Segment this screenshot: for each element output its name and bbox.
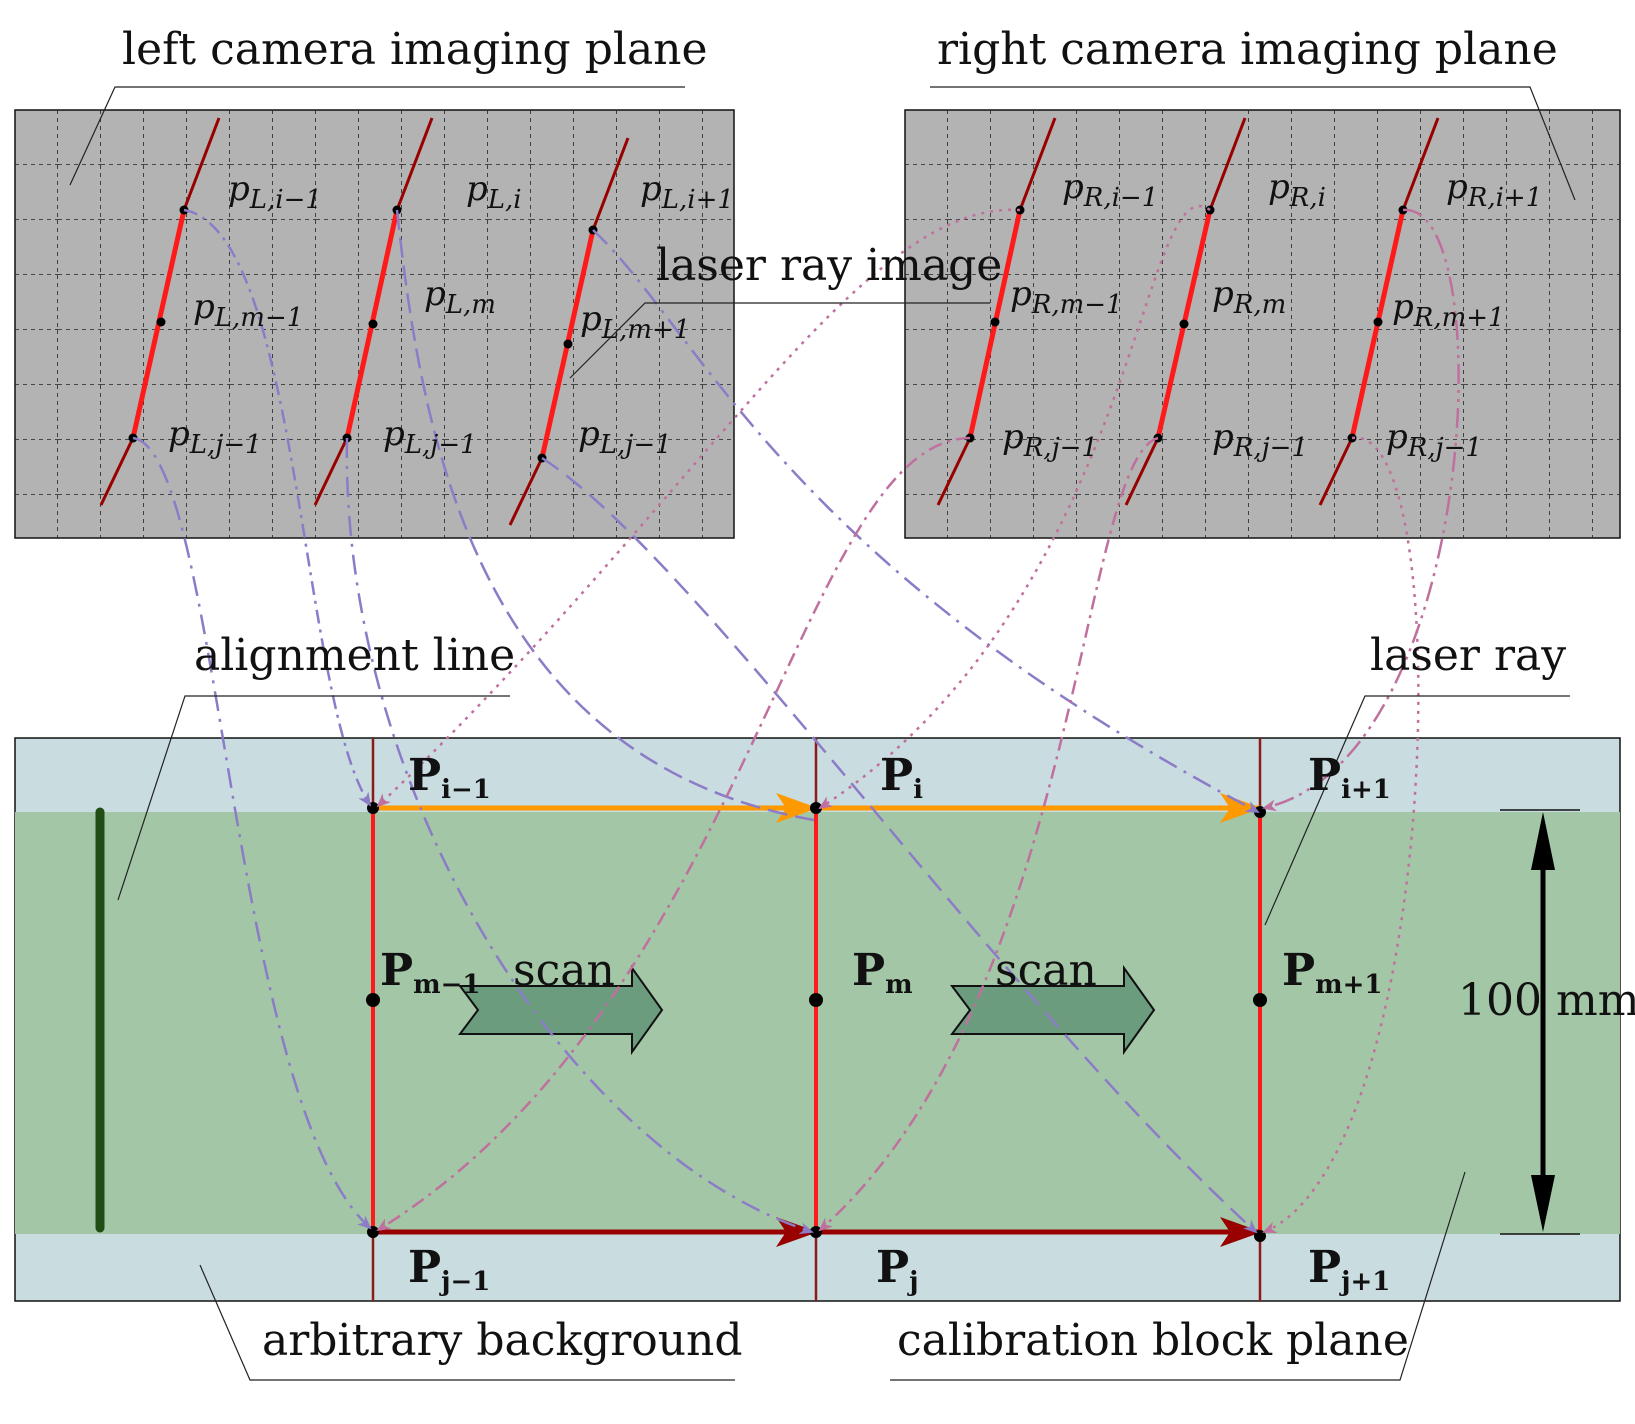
- left-point-label: pL,m+1: [580, 299, 690, 345]
- left-imaging-plane: [14, 109, 735, 539]
- block-point-label: Pj: [876, 1242, 919, 1297]
- block-point-label: Pi: [880, 750, 923, 805]
- block-point-label: Pj−1: [408, 1242, 490, 1297]
- block-point-label: Pm+1: [1282, 945, 1382, 1000]
- scan-label-2: scan: [995, 945, 1097, 996]
- right-point-label: pR,m: [1212, 274, 1286, 320]
- alignment-line-label: alignment line: [194, 630, 515, 681]
- right-laser-extensions: [936, 117, 1440, 506]
- left-point-label: pL,m−1: [193, 287, 303, 333]
- right-point-label: pR,m−1: [1010, 274, 1123, 320]
- block-point-label: Pm: [852, 945, 913, 1000]
- block-point-labels: Pi−1 Pi Pi+1 Pm−1 Pm Pm+1 Pj−1 Pj Pj+1: [380, 750, 1391, 1297]
- right-point-label: pR,i: [1268, 167, 1326, 213]
- left-point-label: pL,i+1: [640, 169, 734, 215]
- text-labels: left camera imaging plane right camera i…: [122, 24, 1635, 1366]
- right-imaging-plane: [904, 109, 1621, 539]
- dimension-arrow-head-top: [1531, 812, 1555, 870]
- dimension-label: 100 mm: [1458, 975, 1635, 1026]
- left-point-label: pL,i−1: [228, 169, 322, 215]
- scan-arrow-2: [950, 964, 1156, 1056]
- dimension-arrow-head-bottom: [1531, 1175, 1555, 1232]
- calibration-block-plane-label: calibration block plane: [897, 1315, 1409, 1366]
- calibration-block: [14, 737, 1621, 1302]
- right-point-labels: pR,i−1 pR,i pR,i+1 pR,m−1 pR,m pR,m+1 pR…: [1002, 167, 1542, 463]
- right-point-label: pR,i−1: [1062, 167, 1158, 213]
- leader-lines: [69, 86, 1576, 1381]
- right-point-label: pR,j−1: [1386, 417, 1482, 463]
- left-point-label: pL,i: [466, 169, 522, 215]
- left-point-label: pL,j−1: [168, 414, 262, 460]
- block-point-label: Pm−1: [380, 945, 480, 1000]
- left-point-labels: pL,i−1 pL,i pL,i+1 pL,m−1 pL,m pL,m+1 pL…: [168, 169, 734, 460]
- block-point-label: Pi−1: [408, 750, 491, 805]
- right-point-label: pR,j−1: [1002, 417, 1098, 463]
- scan-label-1: scan: [513, 945, 615, 996]
- left-point-label: pL,j−1: [578, 414, 672, 460]
- right-plane-label: right camera imaging plane: [937, 24, 1558, 75]
- left-point-label: pL,m: [424, 274, 496, 320]
- left-laser-extensions: [99, 117, 630, 526]
- laser-rays-on-block: [371, 808, 1262, 1234]
- right-point-label: pR,j−1: [1212, 417, 1308, 463]
- left-correspondence-curves: [132, 208, 1260, 1234]
- right-point-label: pR,m+1: [1392, 287, 1505, 333]
- left-plane-label: left camera imaging plane: [122, 24, 708, 75]
- block-point-label: Pj+1: [1308, 1242, 1390, 1297]
- block-point-label: Pi+1: [1308, 750, 1391, 805]
- scan-arrow-1: [458, 964, 664, 1056]
- laser-ray-image-label: laser ray image: [656, 240, 1002, 291]
- left-point-label: pL,j−1: [383, 414, 477, 460]
- right-point-label: pR,i+1: [1446, 167, 1542, 213]
- laser-ray-label: laser ray: [1370, 630, 1566, 681]
- right-correspondence-curves: [376, 205, 1460, 1234]
- arbitrary-background-label: arbitrary background: [262, 1315, 743, 1366]
- right-plane-grid: [905, 110, 1620, 538]
